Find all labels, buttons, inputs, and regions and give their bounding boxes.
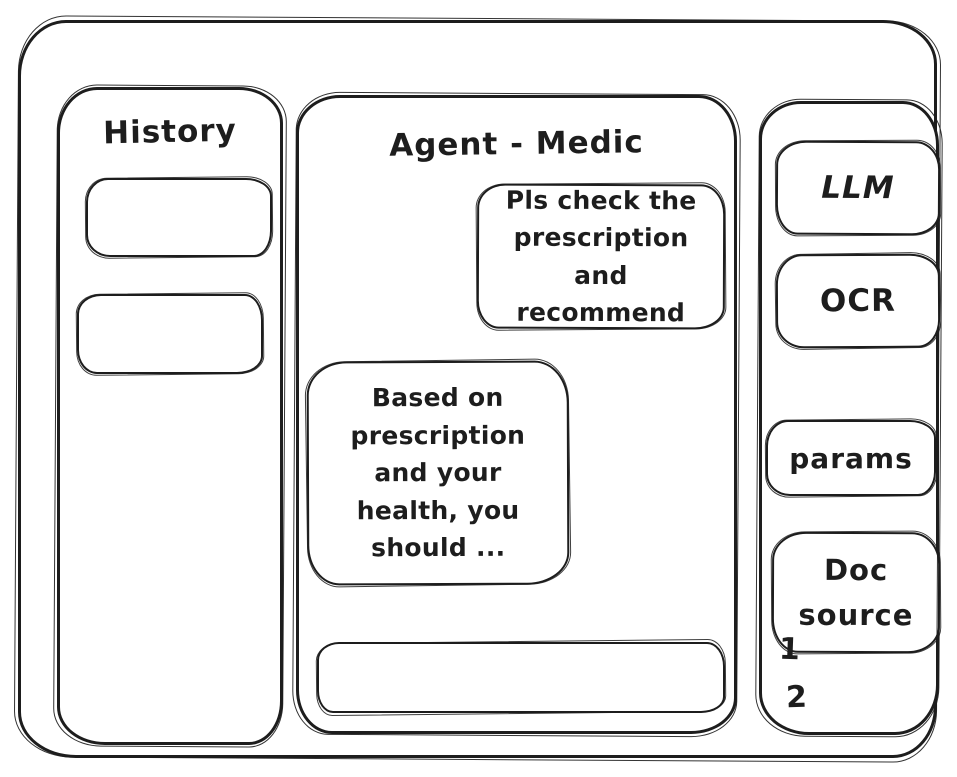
chat-panel: Agent - Medic Pls check the prescription… <box>296 95 737 734</box>
history-item[interactable] <box>86 178 272 257</box>
chat-title: Agent - Medic <box>388 124 645 164</box>
assistant-message-bubble: Based on prescription and your health, y… <box>306 360 570 586</box>
user-message-bubble: Pls check the prescription and recommend <box>476 183 726 330</box>
app-frame: History Agent - Medic Pls check the pres… <box>18 20 941 758</box>
params-button[interactable]: params <box>766 420 936 496</box>
history-panel: History <box>57 87 283 745</box>
ocr-button[interactable]: OCR <box>775 253 941 349</box>
doc-source-item-2[interactable]: 2 <box>785 679 808 716</box>
doc-source-item-1[interactable]: 1 <box>778 631 801 668</box>
tools-panel: LLM OCR params Doc source 1 2 <box>759 101 941 735</box>
llm-button[interactable]: LLM <box>775 140 941 236</box>
history-title: History <box>102 112 238 152</box>
message-input[interactable] <box>317 642 725 713</box>
history-item[interactable] <box>77 294 263 374</box>
